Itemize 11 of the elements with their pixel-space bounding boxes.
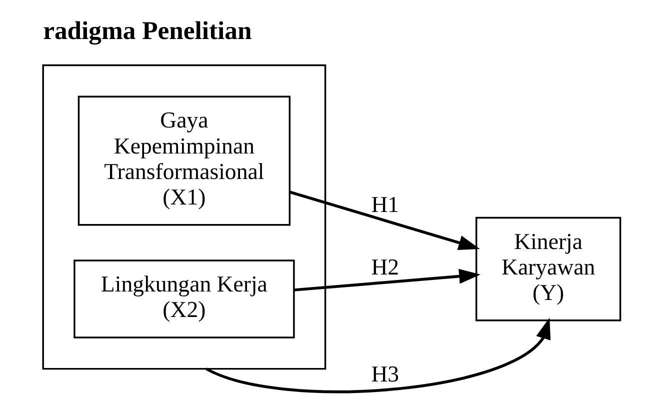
- edge-label: H1: [370, 192, 399, 217]
- arrow: [289, 190, 480, 250]
- arrow: [293, 268, 480, 292]
- edge-label: H3: [370, 361, 399, 386]
- arrow: [205, 318, 550, 393]
- diagram-title: radigma Penelitian: [42, 16, 252, 45]
- node-box: Kinerja Karyawan (Y): [475, 216, 621, 322]
- edge-label: H2: [370, 254, 399, 280]
- cluster: [42, 64, 326, 370]
- node-box: Lingkungan Kerja (X2): [73, 260, 294, 338]
- node-box: Gaya Kepemimpinan Transformasional (X1): [77, 96, 290, 226]
